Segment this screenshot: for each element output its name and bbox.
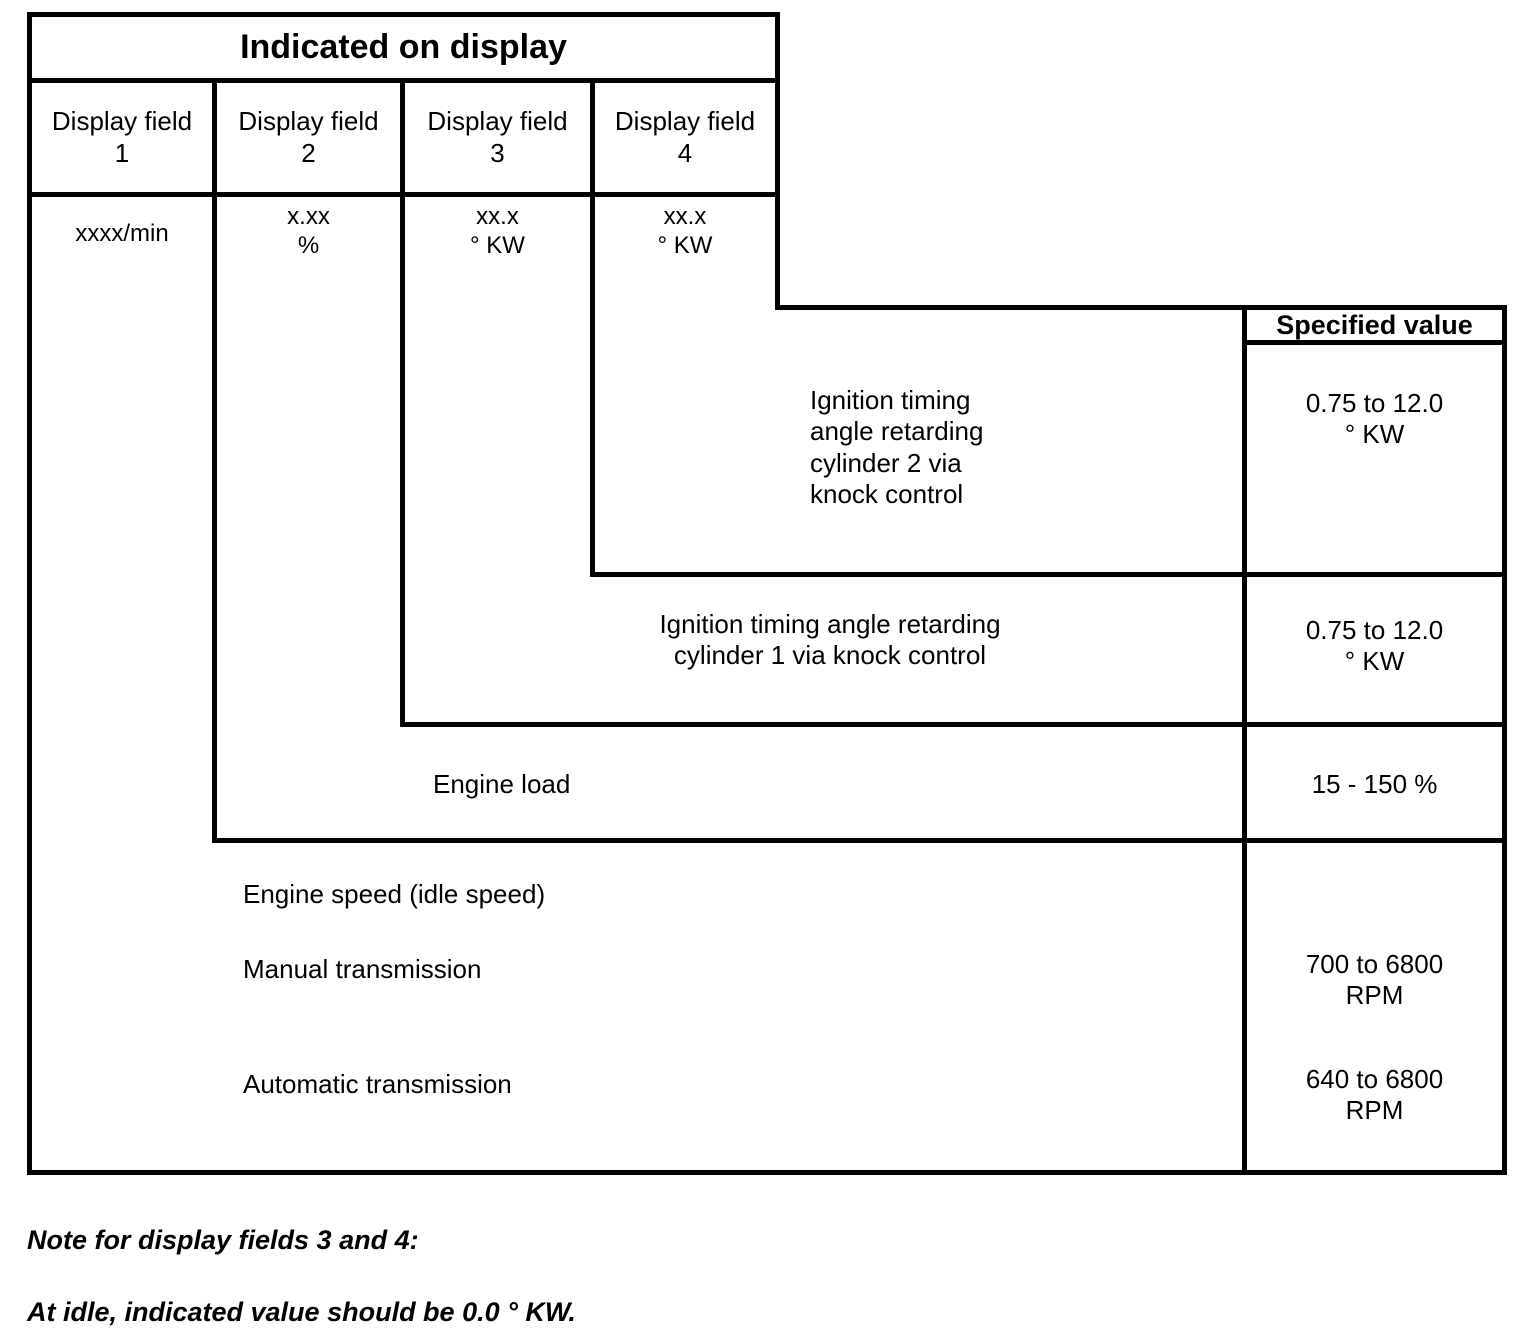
row-label-engine-speed: Engine speed (idle speed) [243, 879, 546, 910]
display-field-1-header: Display field 1 [51, 106, 193, 168]
row-value-engine-load: 15 - 150 % [1311, 769, 1438, 800]
rule-top-outer [27, 12, 780, 17]
rule-step-field4 [780, 305, 1507, 310]
table-title: Indicated on display [240, 28, 567, 67]
rule-col4-right [775, 12, 780, 310]
row-label-ignition-cylinder-1: Ignition timing angle retarding cylinder… [659, 608, 1001, 670]
row-label-ignition-cylinder-2: Ignition timing angle retarding cylinder… [810, 385, 984, 509]
rule-cyl1-bottom [400, 722, 1507, 727]
row-label-manual-transmission: Manual transmission [243, 954, 482, 985]
display-field-4-header: Display field 4 [614, 106, 756, 168]
rule-left-outer [27, 12, 32, 1175]
display-field-3-format: xx.x ° KW [470, 203, 525, 259]
rule-col3-divider [590, 78, 595, 577]
display-field-2-format: x.xx % [287, 203, 330, 259]
row-value-manual-transmission: 700 to 6800 RPM [1305, 948, 1444, 1010]
row-value-ignition-cylinder-1: 0.75 to 12.0 ° KW [1305, 615, 1444, 677]
row-value-ignition-cylinder-2: 0.75 to 12.0 ° KW [1305, 388, 1444, 450]
row-value-automatic-transmission: 640 to 6800 RPM [1305, 1063, 1444, 1125]
rule-spechead-bottom [1242, 340, 1507, 345]
display-field-3-header: Display field 3 [427, 106, 568, 168]
specified-value-header: Specified value [1276, 309, 1473, 340]
display-field-4-format: xx.x ° KW [657, 203, 713, 259]
rule-bottom-outer [27, 1170, 1507, 1175]
row-label-automatic-transmission: Automatic transmission [243, 1069, 512, 1100]
rule-col1-divider [212, 78, 217, 843]
rule-spec-left [1242, 305, 1247, 1175]
display-field-1-format: xxxx/min [75, 219, 169, 247]
rule-cyl2-bottom [590, 572, 1507, 577]
display-field-2-header: Display field 2 [238, 106, 379, 168]
rule-engineload-bottom [212, 838, 1507, 843]
row-label-engine-load: Engine load [433, 769, 571, 800]
rule-col2-divider [400, 78, 405, 727]
rule-right-outer [1502, 305, 1507, 1175]
note-heading: Note for display fields 3 and 4: [27, 1224, 419, 1255]
note-body: At idle, indicated value should be 0.0 °… [27, 1296, 576, 1327]
